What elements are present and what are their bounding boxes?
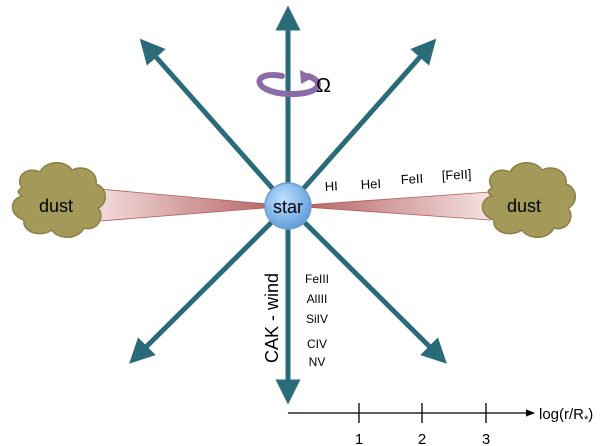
wind-species-civ: CIV xyxy=(307,337,327,351)
wind-species-labels: FeIII AlIII SiIV CIV NV xyxy=(305,272,329,369)
axis-label-subscript: * xyxy=(584,414,589,426)
wind-arrow-upper-right xyxy=(286,38,437,208)
disk-species-hei: HeI xyxy=(360,176,381,192)
disk-species-feii: FeII xyxy=(400,171,423,187)
axis-tick-label-2: 2 xyxy=(418,431,426,446)
radius-axis: 1 2 3 log(r/R*) xyxy=(288,403,593,446)
disk-species-feii-forbidden: [FeII] xyxy=(441,166,471,183)
wind-species-siiv: SiIV xyxy=(306,312,328,326)
axis-tick-label-1: 1 xyxy=(355,431,363,446)
star-circle xyxy=(264,182,312,230)
dust-right-label: dust xyxy=(507,196,541,216)
axis-tick-label-3: 3 xyxy=(482,431,490,446)
disk-right-wedge xyxy=(289,191,491,221)
rotation-arrow-icon xyxy=(256,70,321,98)
axis-label-close: ) xyxy=(588,406,593,423)
dust-left-label: dust xyxy=(39,196,73,216)
dust-cloud-right-icon xyxy=(481,162,576,238)
omega-label: Ω xyxy=(316,75,331,97)
wind-arrows xyxy=(129,5,447,405)
wind-species-nv: NV xyxy=(309,355,326,369)
disk-left-wedge xyxy=(87,187,291,223)
star-label: star xyxy=(273,197,303,217)
axis-label-main: log(r/R xyxy=(539,406,584,423)
disk-species-labels: HI HeI FeII [FeII] xyxy=(324,166,471,194)
wind-arrow-lower-left xyxy=(129,204,290,364)
wind-arrow-upper-left xyxy=(139,38,290,208)
dust-cloud-left-icon xyxy=(11,162,106,238)
wind-label: CAK - wind xyxy=(262,273,282,363)
axis-label: log(r/R*) xyxy=(539,406,593,426)
wind-species-aliii: AlIII xyxy=(307,292,328,306)
wind-species-feiii: FeIII xyxy=(305,272,329,286)
disk-species-hi: HI xyxy=(324,178,338,194)
wind-arrow-lower-right xyxy=(286,204,447,364)
